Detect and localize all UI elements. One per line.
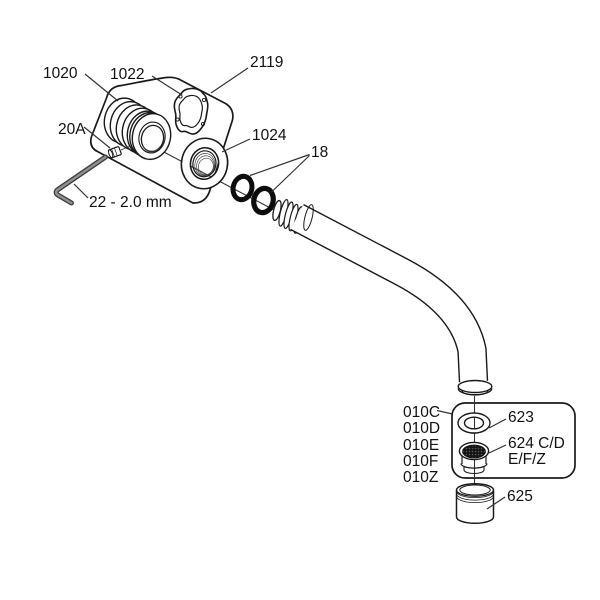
label-flow-washer: 623 (508, 409, 534, 426)
parts-box (451, 402, 576, 479)
label-shank: 1020 (43, 65, 78, 82)
flow-washer (457, 412, 491, 434)
label-aerator-housing: 625 (507, 488, 533, 505)
leader-2119 (210, 67, 249, 94)
leader-hexkey (73, 183, 89, 199)
set-screw (108, 145, 131, 159)
label-variant-010Z: 010Z (403, 469, 438, 486)
leader-623 (488, 418, 507, 429)
label-aerator-line2: E/F/Z (508, 451, 546, 468)
leader-1022 (151, 75, 183, 96)
label-variant-010E: 010E (403, 437, 439, 454)
leader-18b (270, 155, 310, 193)
hex-key (53, 154, 108, 206)
o-ring-2 (251, 185, 276, 216)
mounting-gasket (173, 87, 209, 135)
leader-625 (486, 496, 506, 510)
leader-20A (83, 126, 111, 149)
leader-1020 (84, 73, 119, 102)
label-variant-010F: 010F (403, 453, 438, 470)
aerator-housing (455, 482, 495, 525)
leader-010C (436, 409, 453, 415)
trim-ring (180, 137, 229, 190)
leader-lines (73, 67, 507, 510)
label-o-rings: 18 (311, 144, 328, 161)
spout-tube (290, 203, 489, 383)
o-ring-1 (230, 173, 255, 203)
label-aerator-line1: 624 C/D (508, 435, 565, 452)
label-hex-key: 22 - 2.0 mm (89, 194, 172, 211)
leader-1024 (221, 138, 251, 153)
leader-624 (488, 444, 507, 454)
label-variant-010D: 010D (403, 420, 440, 437)
label-wall-plate: 2119 (250, 54, 283, 71)
label-variant-010C: 010C (403, 404, 440, 421)
threaded-shank (103, 97, 172, 161)
spout-tip (457, 379, 493, 396)
label-trim-ring: 1024 (252, 127, 287, 144)
label-gasket: 1022 (110, 66, 144, 83)
label-set-screw: 20A (58, 121, 86, 138)
aerator-insert (458, 441, 490, 475)
leader-18a (249, 153, 310, 177)
callout-labels: 1020 1022 2119 20A 1024 18 22 - 2.0 mm 0… (43, 54, 565, 505)
